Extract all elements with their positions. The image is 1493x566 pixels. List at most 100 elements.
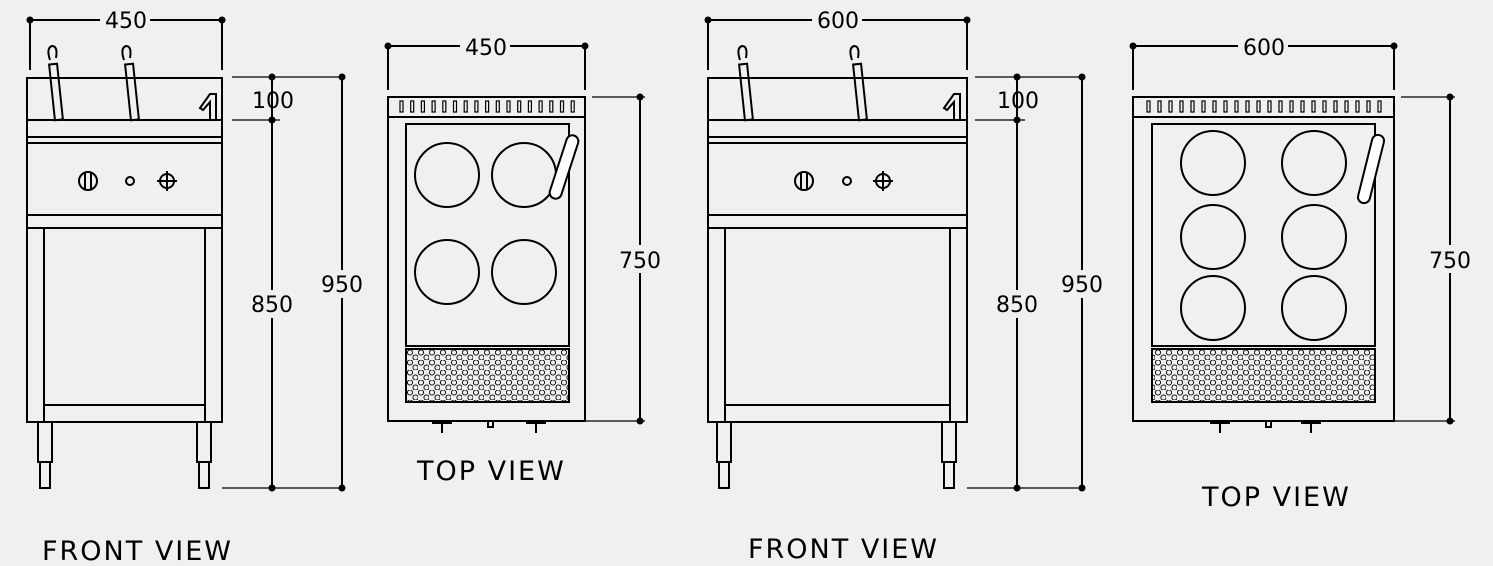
- front-view-600: 600: [704, 8, 1104, 565]
- vent-slot: [1201, 100, 1206, 113]
- vent-slot: [485, 100, 490, 113]
- total-height-label: 950: [321, 273, 363, 298]
- basket-handle-right: [849, 44, 869, 122]
- top-height-label: 100: [997, 89, 1039, 114]
- body-height-label: 850: [251, 293, 293, 318]
- total-height-label: 950: [1061, 273, 1103, 298]
- vent-slot: [1190, 100, 1195, 113]
- basket-handle-left: [737, 44, 755, 122]
- vent-slot: [570, 100, 575, 113]
- depth-dimension: 750: [1394, 93, 1472, 425]
- basket-circle: [1281, 204, 1347, 270]
- top-view-600: 600 750 TOP VIEW: [1129, 34, 1472, 513]
- width-dimension: 600: [1129, 34, 1398, 90]
- vent-slots: [1146, 100, 1382, 113]
- body-height-label: 850: [996, 293, 1038, 318]
- height-dimensions: 100 850 950: [967, 73, 1104, 492]
- indicator-light-icon: [842, 176, 852, 186]
- vent-slot: [410, 100, 415, 113]
- vent-slot: [1311, 100, 1316, 113]
- top-view-450: 450 750 TOP VIEW: [384, 34, 662, 487]
- vent-slots: [399, 100, 575, 113]
- basket-circle: [491, 142, 557, 208]
- basket-circle: [1281, 275, 1347, 341]
- vent-slot: [495, 100, 500, 113]
- control-knob: [78, 171, 98, 191]
- vent-slot: [527, 100, 533, 113]
- top-view-caption: TOP VIEW: [1201, 482, 1351, 513]
- width-dimension: 600: [704, 8, 971, 70]
- vent-slot: [1267, 100, 1272, 113]
- width-label: 450: [465, 36, 507, 61]
- basket-circle: [1180, 130, 1246, 196]
- vent-slot: [1234, 100, 1239, 113]
- perforated-grille: [405, 348, 570, 403]
- vent-slot: [1355, 100, 1360, 113]
- width-label: 600: [817, 9, 859, 34]
- vent-slot: [538, 100, 543, 113]
- vent-slot: [463, 100, 468, 113]
- indicator-light-icon: [125, 176, 135, 186]
- vent-slot: [399, 100, 404, 113]
- fryer-body: [26, 77, 223, 489]
- vent-slot: [420, 100, 425, 113]
- fryer-well: [405, 123, 570, 347]
- vent-slot: [1366, 100, 1371, 113]
- basket-handle-right: [121, 44, 141, 122]
- vent-slot: [517, 100, 522, 113]
- drain-valve-icon: [432, 420, 546, 433]
- vent-slot: [1289, 100, 1294, 113]
- front-view-450: 450: [26, 8, 364, 566]
- control-knob: [794, 171, 814, 191]
- vent-slot: [506, 100, 511, 113]
- depth-dimension: 750: [585, 93, 662, 425]
- vent-slot: [549, 100, 554, 113]
- vent-slot: [1212, 100, 1217, 113]
- perforated-grille: [1151, 348, 1376, 403]
- height-dimensions: 100 850 950: [222, 73, 364, 492]
- basket-handle-left: [47, 44, 65, 122]
- vent-slot: [452, 100, 458, 113]
- basket-circle: [414, 142, 480, 208]
- fryer-body: [707, 77, 968, 489]
- width-label: 600: [1243, 36, 1285, 61]
- basket-circle: [414, 239, 480, 305]
- vent-slot: [474, 100, 479, 113]
- handle-icon: [548, 134, 580, 200]
- basket-circle: [1180, 204, 1246, 270]
- top-view-caption: TOP VIEW: [416, 456, 566, 487]
- vent-slot: [1245, 100, 1250, 113]
- vent-slot: [1157, 100, 1162, 113]
- fryer-well: [1151, 123, 1376, 347]
- vent-slot: [431, 100, 436, 113]
- depth-label: 750: [1429, 249, 1471, 274]
- vent-slot: [1333, 100, 1338, 113]
- basket-circle: [1180, 275, 1246, 341]
- vent-slot: [1146, 100, 1151, 113]
- width-label: 450: [105, 9, 147, 34]
- vent-slot: [1223, 100, 1228, 113]
- vent-slot: [1344, 100, 1349, 113]
- width-dimension: 450: [384, 34, 589, 90]
- vent-slot: [442, 100, 447, 113]
- vent-slot: [1168, 100, 1173, 113]
- basket-circle: [491, 239, 557, 305]
- drain-tap-icon: [198, 93, 217, 121]
- vent-slot: [1256, 100, 1261, 113]
- vent-slot: [1278, 100, 1283, 113]
- vent-slot: [559, 100, 565, 113]
- vent-slot: [1377, 100, 1382, 113]
- vent-slot: [1322, 100, 1327, 113]
- thermostat-knob: [157, 171, 177, 191]
- depth-label: 750: [619, 249, 661, 274]
- vent-slot: [1300, 100, 1305, 113]
- basket-circle: [1281, 130, 1347, 196]
- top-height-label: 100: [252, 89, 294, 114]
- width-dimension: 450: [26, 8, 226, 70]
- front-view-caption: FRONT VIEW: [42, 536, 233, 566]
- front-view-caption: FRONT VIEW: [748, 534, 939, 565]
- drain-valve-icon: [1210, 420, 1321, 433]
- drain-tap-icon: [942, 93, 961, 121]
- vent-slot: [1179, 100, 1184, 113]
